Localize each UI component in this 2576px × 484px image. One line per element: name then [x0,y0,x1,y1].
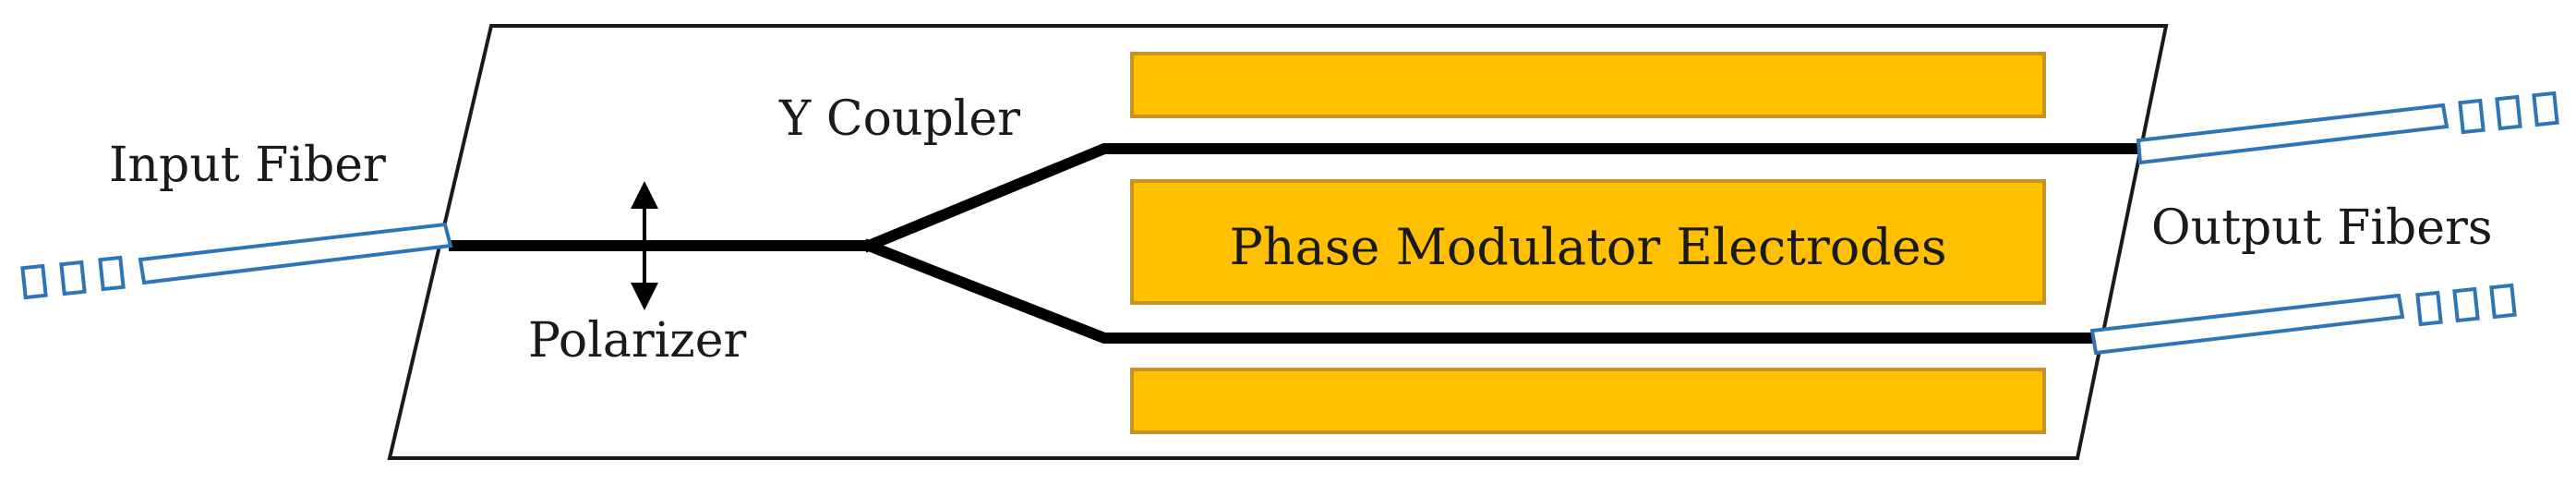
input-fiber [138,222,453,285]
electrode-middle [1130,179,2046,305]
electrode-top [1130,52,2046,118]
output-fiber-lower [2089,293,2405,356]
output-fiber-segment [2495,94,2522,131]
lower-branch-waveguide [861,238,2096,344]
input-fiber-segment [20,263,48,300]
electrodes-label: Phase Modulator Electrodes [1229,218,1946,276]
output-fiber-segment [2458,98,2486,135]
output-fibers-label: Output Fibers [2151,200,2493,256]
polarizer-arrow-icon [631,181,658,310]
electrode-bottom [1130,368,2046,434]
input-fiber-label: Input Fiber [109,138,386,193]
output-fiber-upper [2136,103,2450,165]
polarizer-label: Polarizer [528,313,746,369]
input-fiber-segment [98,255,126,292]
output-fiber-segment [2452,286,2480,323]
upper-branch-waveguide [861,143,2140,253]
output-fiber-segment [2532,91,2559,127]
y-coupler-label: Y Coupler [778,91,1020,147]
output-fiber-segment [2415,290,2443,327]
output-fiber-segment [2489,283,2517,320]
input-fiber-segment [59,260,87,296]
